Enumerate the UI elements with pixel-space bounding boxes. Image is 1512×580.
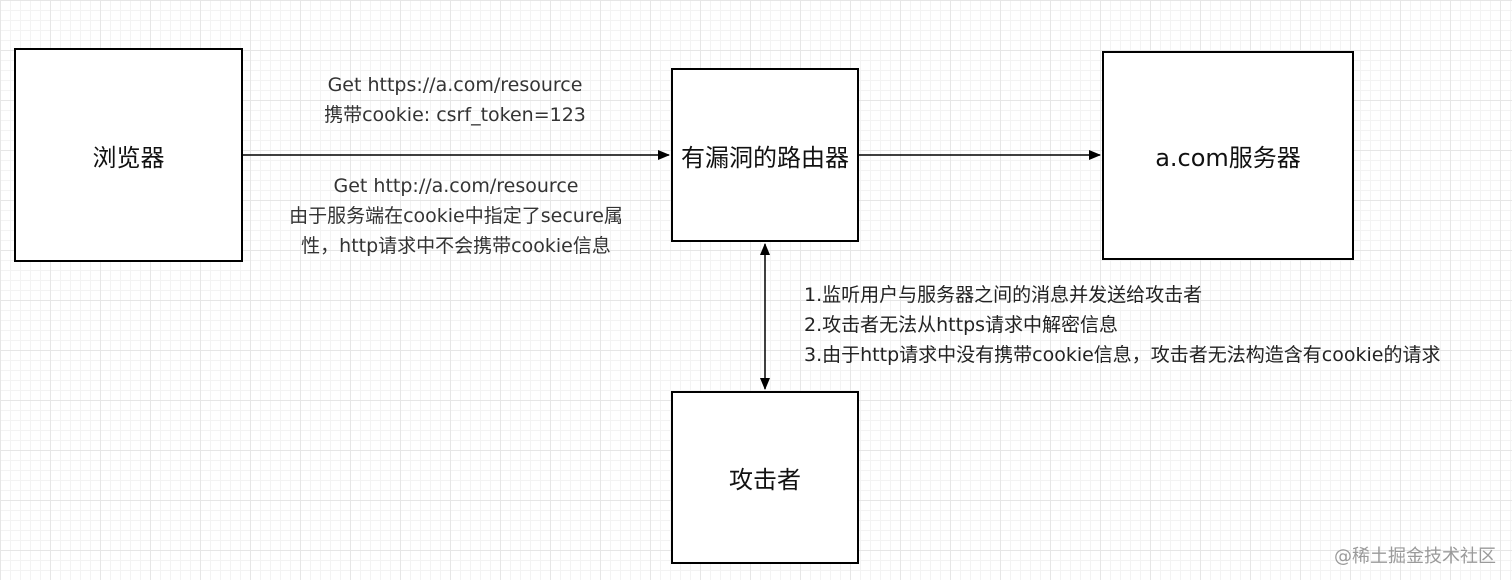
https-request-label: Get https://a.com/resource 携带cookie: csr… (300, 70, 610, 130)
router-node: 有漏洞的路由器 (671, 68, 859, 242)
http-request-label: Get http://a.com/resource 由于服务端在cookie中指… (260, 171, 652, 261)
browser-node-label: 浏览器 (92, 143, 165, 172)
attacker-note-1: 1.监听用户与服务器之间的消息并发送给攻击者 (804, 284, 1203, 306)
attacker-notes: 1.监听用户与服务器之间的消息并发送给攻击者 2.攻击者无法从https请求中解… (804, 280, 1440, 370)
router-node-label: 有漏洞的路由器 (681, 143, 849, 172)
browser-node: 浏览器 (14, 48, 243, 262)
watermark: @稀土掘金技术社区 (1334, 546, 1496, 567)
server-node: a.com服务器 (1102, 51, 1354, 260)
https-request-line: Get https://a.com/resource (327, 74, 583, 96)
http-request-line: Get http://a.com/resource (333, 175, 579, 197)
https-cookie-line: 携带cookie: csrf_token=123 (324, 104, 586, 126)
attacker-note-2: 2.攻击者无法从https请求中解密信息 (804, 314, 1119, 336)
http-secure-note-line-2: 性，http请求中不会携带cookie信息 (301, 235, 611, 257)
http-secure-note-line-1: 由于服务端在cookie中指定了secure属 (289, 205, 623, 227)
attacker-node-label: 攻击者 (729, 466, 801, 494)
attacker-note-3: 3.由于http请求中没有携带cookie信息，攻击者无法构造含有cookie的… (804, 344, 1441, 366)
server-node-label: a.com服务器 (1155, 144, 1301, 172)
attacker-node: 攻击者 (671, 391, 859, 564)
